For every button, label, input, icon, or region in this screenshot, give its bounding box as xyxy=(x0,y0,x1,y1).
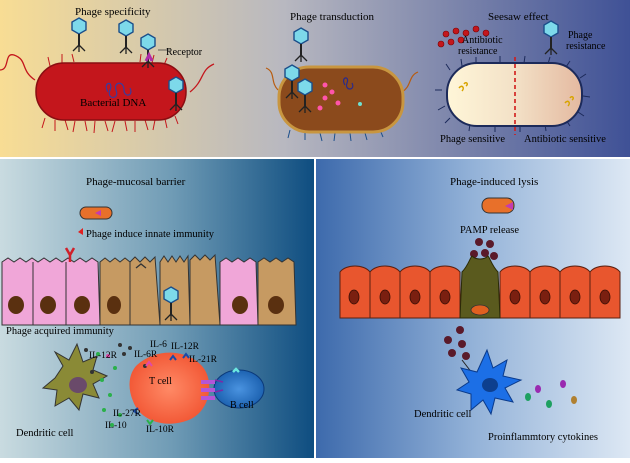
arrow-icon xyxy=(78,228,83,235)
il12r-right-label: IL-12R xyxy=(171,342,200,352)
flagellum xyxy=(0,54,36,81)
dna-coil-icon xyxy=(105,82,132,99)
tcr-bcr-interaction xyxy=(201,367,240,400)
receptor-icon xyxy=(135,263,147,269)
phage-transduction-title: Phage transduction xyxy=(290,11,375,23)
nuclei xyxy=(8,296,284,314)
il12r-left-label: IL-12R xyxy=(89,351,118,361)
il21r-label: IL-21R xyxy=(189,355,218,365)
dna-fragments xyxy=(317,82,341,111)
epithelial-cell xyxy=(257,257,297,326)
pili xyxy=(435,55,591,132)
dendritic-body xyxy=(41,342,109,412)
t-cell-label: T cell xyxy=(149,376,172,387)
epithelial-layer-lysis xyxy=(339,255,621,319)
epithelial-cell xyxy=(189,253,221,326)
acquired-immunity-label: Phage acquired immunity xyxy=(6,326,115,337)
mini-bacterium-icon xyxy=(470,304,490,316)
receptor-icon xyxy=(64,247,76,262)
cytokine-labels: IL-6 IL-12R IL-6R IL-12R IL-21R IL-27R I… xyxy=(89,340,218,435)
flagellum xyxy=(189,63,215,93)
il6-label: IL-6 xyxy=(150,340,167,350)
marker-dot xyxy=(358,102,362,106)
epithelial-cell xyxy=(1,257,101,326)
t-cell xyxy=(129,352,210,424)
receptor-icon xyxy=(144,51,154,62)
b-cell-label: B cell xyxy=(230,400,254,411)
pili xyxy=(287,129,384,142)
dendritic-nucleus xyxy=(482,378,498,392)
epithelial-cell xyxy=(99,257,131,326)
il6r-label: IL-6R xyxy=(134,350,158,360)
mini-phage-icon xyxy=(95,210,101,216)
il27r-label: IL-27R xyxy=(113,409,142,419)
gene-icon xyxy=(564,96,574,107)
pamp-dots-released xyxy=(444,326,470,360)
phage-sensitive-label: Phage sensitive xyxy=(440,134,505,145)
cytokine-dots xyxy=(84,343,147,427)
pamp-release-label: PAMP release xyxy=(460,225,519,236)
epithelial-layer xyxy=(1,247,297,326)
dendritic-cell-label: Dendritic cell xyxy=(16,428,74,439)
dendritic-cell-lysis-label: Dendritic cell xyxy=(414,409,472,420)
flagellum xyxy=(265,67,419,93)
bacterium-red xyxy=(35,62,187,121)
phage-induced-lysis-section: Phage-induced lysis PAMP release xyxy=(339,176,621,443)
antibiotic-sensitive-label: Antibiotic sensitive xyxy=(524,134,606,145)
antibiotic-molecules xyxy=(437,25,490,48)
phage-resistance-label-line2: resistance xyxy=(566,41,606,52)
seesaw-effect-section: Seesaw effect Antibiotic resistance Phag… xyxy=(435,11,606,145)
phage-resistance-label-line1: Phage xyxy=(568,30,593,41)
phage-specificity-section: Phage specificity Bacterial DNA Receptor xyxy=(0,6,215,134)
bacterial-dna-label: Bacterial DNA xyxy=(80,97,146,109)
dendritic-nucleus xyxy=(69,377,87,393)
gene-icon xyxy=(458,82,468,92)
il10-label: IL-10 xyxy=(105,421,127,431)
mini-phage-icon xyxy=(505,202,513,210)
cytokine-receptors xyxy=(132,352,190,426)
antibiotic-resistance-label-line2: resistance xyxy=(458,46,498,57)
seesaw-effect-title: Seesaw effect xyxy=(488,11,549,23)
il10r-label: IL-10R xyxy=(146,425,175,435)
phage-mucosal-section: Phage-mucosal barrier Phage induce innat… xyxy=(1,176,297,439)
phage-induced-lysis-title: Phage-induced lysis xyxy=(450,176,538,188)
phage-mucosal-title: Phage-mucosal barrier xyxy=(86,176,186,188)
proinflammatory-cytokine-dots xyxy=(525,380,577,408)
antibiotic-resistance-label-line1: Antibiotic xyxy=(462,35,503,46)
mini-bacterium-icon xyxy=(481,197,515,214)
pili xyxy=(41,53,179,134)
epithelial-cell xyxy=(129,255,161,326)
receptor-label: Receptor xyxy=(166,47,203,58)
proinflammatory-cytokines-label: Proinflammtory cytokines xyxy=(488,432,598,443)
phage-transduction-section: Phage transduction xyxy=(265,11,419,142)
epithelial-cell xyxy=(219,257,259,326)
lysed-cell xyxy=(459,255,501,319)
dendritic-cell-mucosal xyxy=(41,342,109,412)
cell-border xyxy=(32,262,67,325)
phage-specificity-title: Phage specificity xyxy=(75,6,151,18)
innate-immunity-label: Phage induce innate immunity xyxy=(86,229,215,240)
dna-coil-icon xyxy=(343,77,354,90)
